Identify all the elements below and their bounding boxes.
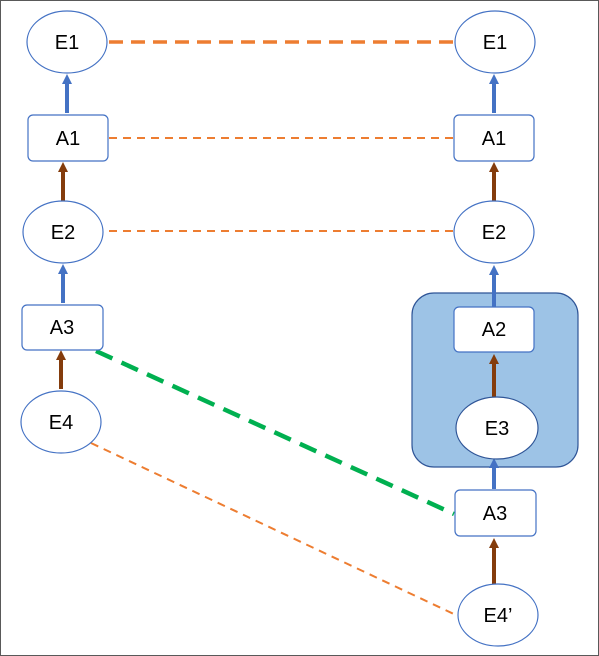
left-node-e4-label: E4: [49, 412, 73, 434]
right-node-a1: A1: [453, 114, 535, 162]
mapping-line-e4: [90, 442, 459, 617]
right-node-a3: A3: [454, 489, 537, 537]
right-node-e3-label: E3: [485, 418, 509, 440]
left-node-e1: E1: [26, 10, 108, 74]
right-node-e4: E4’: [457, 583, 539, 647]
right-node-a1-label: A1: [482, 128, 506, 150]
left-node-a1: A1: [27, 114, 109, 162]
right-node-e1-label: E1: [483, 32, 507, 54]
right-node-a2: A2: [453, 306, 535, 353]
right-node-e2: E2: [453, 200, 535, 264]
right-node-a3-label: A3: [483, 503, 507, 525]
left-node-a3: A3: [21, 304, 104, 351]
right-node-e2-label: E2: [482, 222, 506, 244]
left-node-e2: E2: [22, 200, 104, 264]
left-node-e1-label: E1: [55, 32, 79, 54]
right-node-e4-label: E4’: [484, 605, 513, 627]
left-node-e2-label: E2: [51, 222, 75, 244]
right-node-e1: E1: [454, 10, 536, 74]
mapping-line-a3: [95, 348, 455, 517]
right-node-e3: E3: [455, 396, 539, 460]
right-node-a2-label: A2: [482, 319, 506, 341]
left-node-e4: E4: [20, 390, 102, 454]
left-node-a3-label: A3: [50, 317, 74, 339]
left-node-a1-label: A1: [56, 128, 80, 150]
